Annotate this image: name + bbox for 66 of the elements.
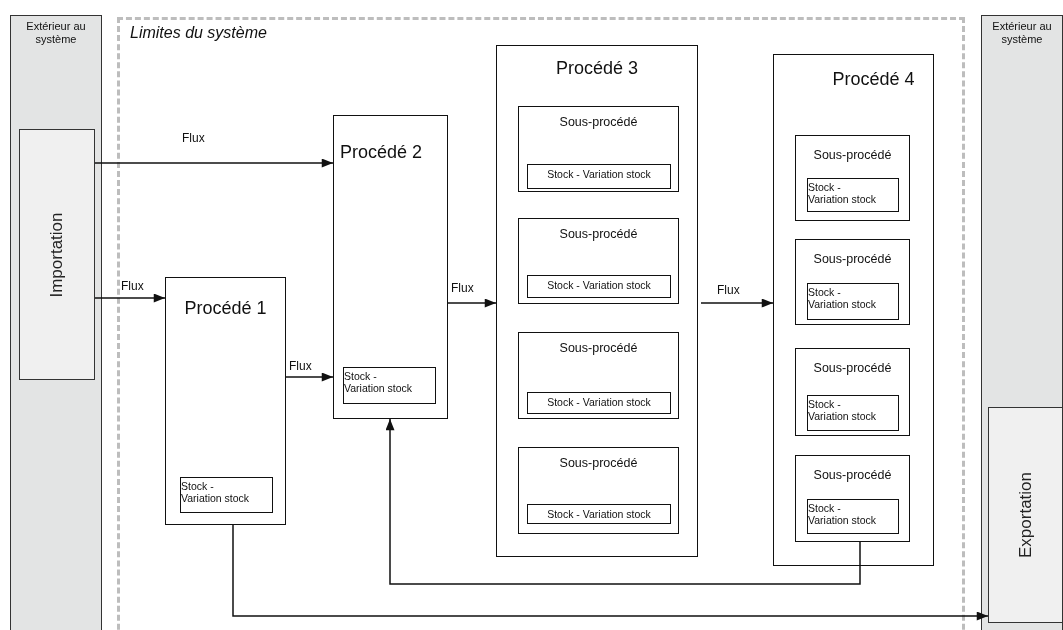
node-label: Stock - Variation stock [808,181,878,206]
subprocess-box [518,106,679,192]
node-label: Procédé 3 [554,58,640,79]
subprocess-box [795,455,910,542]
node-label: Sous-procédé [558,456,639,471]
stock-box [527,504,671,524]
stock-box [807,283,899,320]
edge-label: Flux [121,279,144,293]
node-label: Sous-procédé [558,341,639,356]
arrow [232,524,989,621]
stock-box [807,395,899,431]
node-label: Importation [47,212,67,297]
outside-panel [981,15,1063,630]
stock-box [527,275,671,298]
node-label: Sous-procédé [812,148,893,163]
process-box [333,115,448,419]
node-label: Stock - Variation stock [546,508,652,521]
node-label: Sous-procédé [558,227,639,242]
node-label: Procédé 2 [340,142,423,163]
node-label: Sous-procédé [812,468,893,483]
node-label: Stock - Variation stock [546,279,652,292]
node-label: Stock - Variation stock [344,370,414,395]
arrow [94,293,166,303]
system-boundary [117,17,965,630]
arrow [447,298,497,308]
outside-panel [10,15,102,630]
node-label: Stock - Variation stock [181,480,251,505]
node-label: Procédé 1 [183,298,268,319]
node-label: Stock - Variation stock [808,502,878,527]
arrow [94,158,334,168]
process-box [496,45,698,557]
arrow [385,418,861,585]
node-label: Procédé 4 [831,69,916,90]
subprocess-box [518,447,679,534]
node-label: Stock - Variation stock [808,398,878,423]
node-label: Exportation [1015,472,1036,558]
process-box [773,54,934,566]
subprocess-box [518,332,679,419]
edge-label: Flux [451,281,474,295]
edge-label: Flux [182,131,205,145]
boundary-title: Limites du système [130,24,267,43]
edge-label: Flux [717,283,740,297]
subprocess-box [795,135,910,221]
node-label: Sous-procédé [812,361,893,376]
subprocess-box [795,239,910,325]
arrow [285,372,334,382]
stock-box [807,178,899,212]
edge-label: Flux [289,359,312,373]
subprocess-box [795,348,910,436]
exchange-box [988,407,1063,623]
exchange-box [19,129,95,380]
stock-box [527,392,671,414]
node-label: Extérieur au système [25,20,87,46]
stock-box [343,367,436,404]
node-label: Sous-procédé [558,115,639,130]
node-label: Sous-procédé [812,252,893,267]
arrow [700,298,774,308]
node-label: Extérieur au système [991,20,1053,46]
process-box [165,277,286,525]
stock-box [180,477,273,513]
stock-box [807,499,899,534]
subprocess-box [518,218,679,304]
node-label: Stock - Variation stock [808,286,878,311]
stock-box [527,164,671,189]
node-label: Stock - Variation stock [546,168,652,181]
node-label: Stock - Variation stock [546,396,652,409]
